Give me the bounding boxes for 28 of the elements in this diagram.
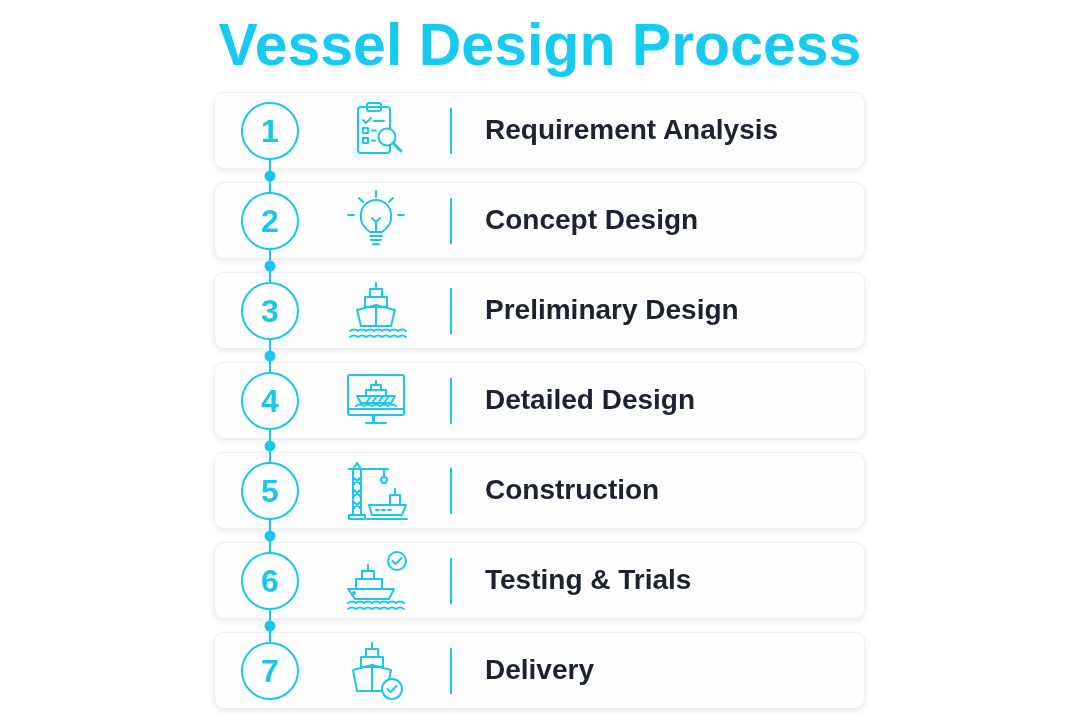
step-card [214,182,865,259]
step-card [214,452,865,529]
step-number-circle: 2 [241,192,299,250]
step-card [214,272,865,349]
step-number-circle: 4 [241,372,299,430]
step-title: Concept Design [485,203,699,237]
step-number-circle: 5 [241,462,299,520]
step-number-circle: 7 [241,642,299,700]
step-title: Requirement Analysis [485,113,779,147]
connector-line [269,339,271,373]
step-number-circle: 1 [241,102,299,160]
connector-line [269,609,271,643]
connector-line [269,519,271,553]
step-title: Preliminary Design [485,293,739,327]
step-number-circle: 6 [241,552,299,610]
step-card [214,542,865,619]
step-title: Construction [485,473,660,507]
step-title: Testing & Trials [485,563,692,597]
step-card [214,632,865,709]
diagram-title: Vessel Design Process [218,12,862,78]
step-number-circle: 3 [241,282,299,340]
step-title: Delivery [485,653,594,687]
connector-line [269,429,271,463]
step-title: Detailed Design [485,383,696,417]
step-card [214,362,865,439]
step-card [214,92,865,169]
connector-line [269,249,271,283]
connector-line [269,159,271,193]
